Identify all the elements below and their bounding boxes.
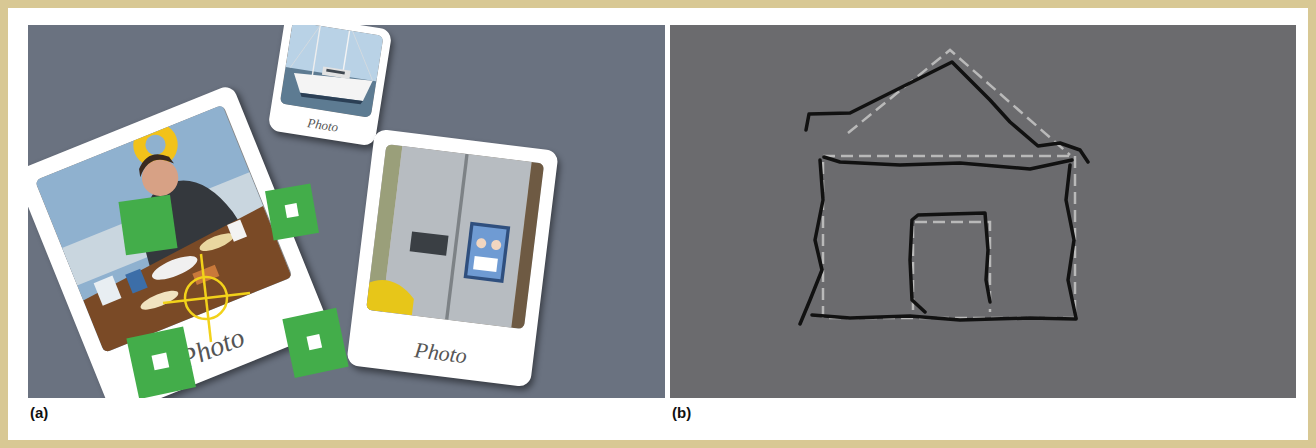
- recognized-shape-part: [913, 222, 990, 312]
- touch-square: [282, 308, 348, 378]
- touch-square: [126, 326, 196, 398]
- dining-photo: [35, 104, 292, 352]
- freehand-stroke-part: [910, 213, 990, 312]
- fridge-photo: [365, 144, 543, 329]
- dining-photo-part: [35, 104, 292, 352]
- touch-square-part: [151, 353, 169, 371]
- touch-square-part: [265, 183, 319, 240]
- freehand-stroke-part: [1066, 165, 1076, 318]
- photo-card: Photo: [346, 129, 559, 388]
- touch-square-part: [282, 308, 348, 378]
- panel-area: Photo Photo Photo: [28, 25, 665, 398]
- boat-photo-part: [290, 25, 320, 71]
- fridge-photo-part: [463, 222, 510, 283]
- dining-photo-part: [192, 264, 219, 284]
- boat-photo-part: [321, 66, 350, 79]
- dining-photo-part: [125, 268, 148, 293]
- recognized-shape-part: [823, 156, 1075, 318]
- dining-photo-part: [149, 251, 200, 284]
- fridge-photo-part: [365, 278, 415, 316]
- photo-image: [35, 104, 292, 352]
- photo-image: [365, 144, 543, 329]
- panel-label: (b): [672, 404, 691, 421]
- boat-photo-part: [299, 91, 362, 106]
- freehand-stroke-part: [812, 315, 1076, 320]
- fridge-photo-part: [409, 232, 448, 256]
- dining-photo-part: [197, 229, 235, 254]
- boat-photo: [279, 25, 384, 118]
- boat-photo-part: [279, 67, 377, 118]
- freehand-stroke-part: [806, 62, 1088, 162]
- figure-panel: (b): [670, 25, 1296, 398]
- dining-photo-part: [94, 275, 122, 305]
- touch-square: [265, 183, 319, 240]
- touch-square-part: [306, 334, 322, 350]
- crosshair-part: [201, 254, 211, 342]
- dining-photo-part: [134, 148, 174, 177]
- freehand-stroke-part: [824, 157, 1072, 169]
- touch-markers: [118, 183, 348, 398]
- dining-photo-part: [142, 131, 168, 157]
- recognized-shape-part: [848, 50, 1070, 155]
- fridge-photo-part: [475, 238, 486, 249]
- dining-photo-part: [227, 219, 247, 241]
- fridge-photo-part: [365, 144, 543, 329]
- dining-photo-part: [76, 205, 292, 352]
- photo-card: Photo: [267, 25, 392, 147]
- touch-square: [118, 195, 177, 256]
- figure-panel: Photo Photo Photo(a): [28, 25, 665, 398]
- fridge-photo-part: [490, 240, 501, 251]
- fridge-photo-part: [511, 162, 544, 329]
- fridge-photo-part: [472, 256, 497, 272]
- freehand-stroke: [800, 62, 1088, 324]
- dining-photo-part: [138, 286, 180, 312]
- photo-caption: Photo: [347, 330, 534, 378]
- photo-image: [279, 25, 384, 118]
- crosshair-part: [185, 277, 227, 319]
- touch-square-part: [126, 326, 196, 398]
- dining-photo-part: [136, 153, 183, 200]
- recognized-shape: [823, 50, 1075, 318]
- fridge-photo-part: [467, 226, 506, 280]
- touch-square-part: [285, 203, 299, 218]
- panel-label: (a): [30, 404, 48, 421]
- crosshair: [163, 254, 250, 342]
- crosshair-part: [163, 293, 250, 303]
- panel-area: [670, 25, 1296, 398]
- boat-photo-part: [326, 69, 345, 75]
- boat-photo-part: [312, 26, 320, 76]
- freehand-stroke-part: [800, 160, 823, 324]
